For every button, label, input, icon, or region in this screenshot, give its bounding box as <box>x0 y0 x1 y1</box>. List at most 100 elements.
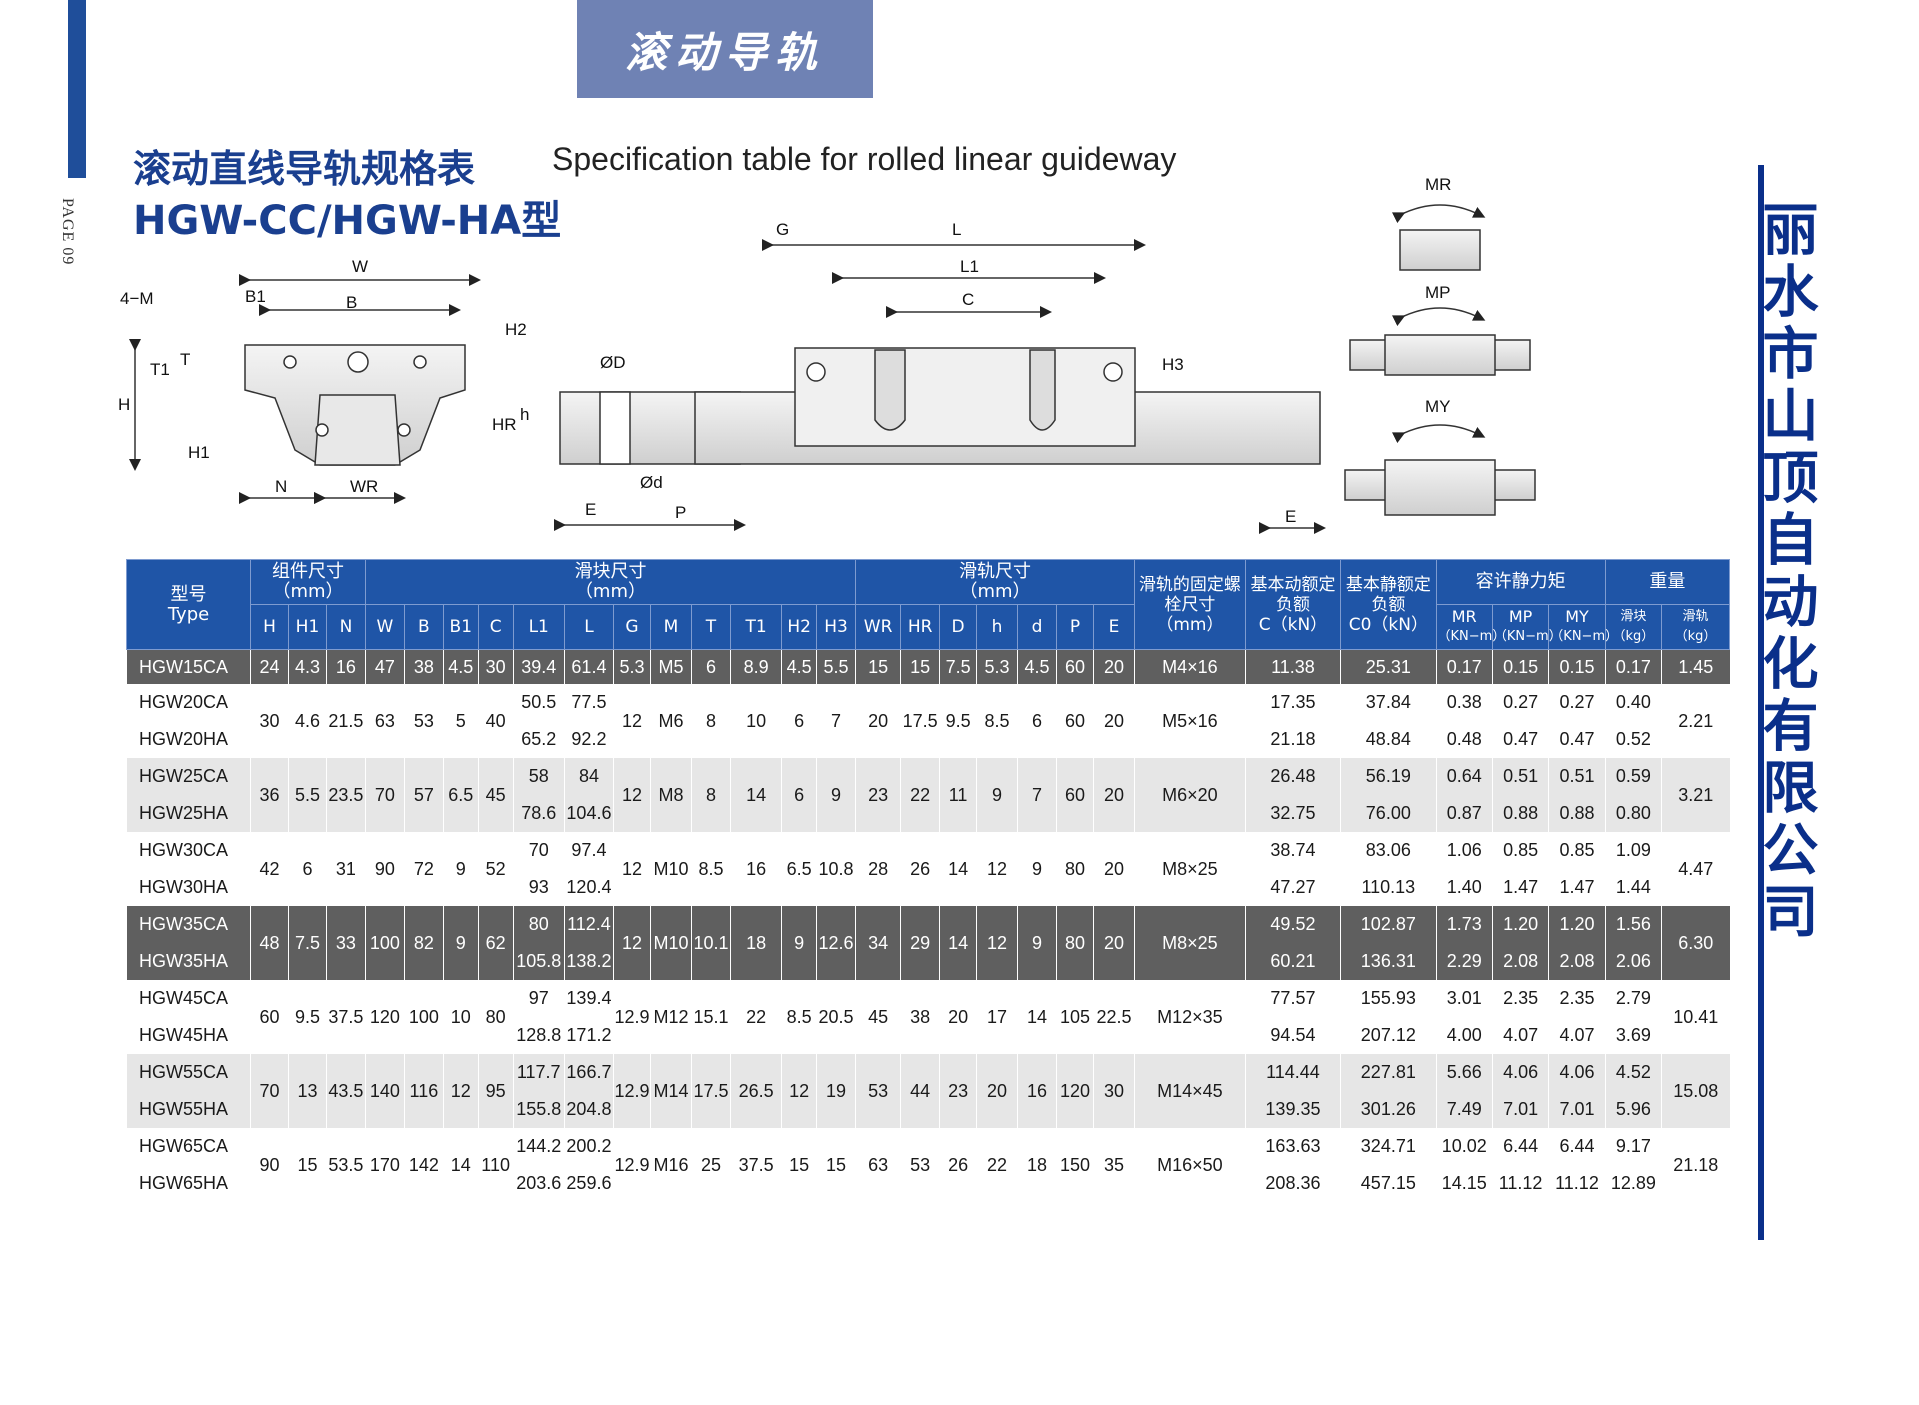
cell-H3: 12.6 <box>816 906 856 980</box>
cell-rail-kg: 1.45 <box>1661 649 1730 684</box>
cell-MY: 6.44 <box>1548 1128 1606 1165</box>
cell-B1: 9 <box>442 906 479 980</box>
cell-C_dyn: 11.38 <box>1244 649 1341 684</box>
cell-block_kg: 9.17 <box>1604 1128 1662 1165</box>
cell-MY: 0.51 <box>1548 758 1606 795</box>
cell-N: 43.5 <box>325 1054 366 1128</box>
cell-P: 105 <box>1056 980 1094 1054</box>
label-G: G <box>776 220 789 239</box>
header-assembly: 组件尺寸（mm） <box>250 559 366 605</box>
cell-rail-kg: 21.18 <box>1661 1128 1730 1202</box>
cell-T: 25 <box>690 1128 731 1202</box>
cell-N: 31 <box>325 832 366 906</box>
cell-W: 70 <box>364 758 405 832</box>
label-H3: H3 <box>1162 355 1184 374</box>
subheader-H2: H2 <box>781 604 818 650</box>
cell-P: 80 <box>1056 906 1094 980</box>
cell-MR: 1.06 <box>1435 832 1493 869</box>
cell-G: 12 <box>613 684 651 758</box>
cell-rail-kg: 6.30 <box>1661 906 1730 980</box>
cell-MR: 2.29 <box>1435 943 1493 980</box>
cell-B1: 14 <box>442 1128 479 1202</box>
cell-L: 92.2 <box>563 721 614 758</box>
cell-block_kg: 0.52 <box>1604 721 1662 758</box>
cell-bolt: M8×25 <box>1134 832 1246 906</box>
cell-L: 97.4 <box>563 832 614 869</box>
label-L1: L1 <box>960 257 979 276</box>
cell-G: 12.9 <box>613 980 651 1054</box>
cell-L: 104.6 <box>563 795 614 832</box>
cell-H1: 6 <box>288 832 327 906</box>
cell-MY: 11.12 <box>1548 1165 1606 1202</box>
technical-drawings: W B1 B 4−M H2 T T1 H H1 N WR ØD h HR Ød … <box>118 175 1536 534</box>
cell-WR: 53 <box>855 1054 901 1128</box>
header-moment: 容许静力矩 <box>1435 559 1606 605</box>
cell-B: 38 <box>403 649 444 684</box>
cell-T: 10.1 <box>690 906 731 980</box>
cell-T: 8 <box>690 758 731 832</box>
cell-h: 12 <box>976 906 1018 980</box>
cell-block_kg: 2.06 <box>1604 943 1662 980</box>
cell-H2: 4.5 <box>781 649 817 684</box>
cell-T1: 26.5 <box>729 1054 782 1128</box>
cell-B1: 5 <box>442 684 479 758</box>
cell-C0: 136.31 <box>1340 943 1437 980</box>
cell-d: 6 <box>1017 684 1057 758</box>
model-title: HGW-CC/HGW-HA型 <box>133 198 562 244</box>
label-B1: B1 <box>245 287 266 306</box>
cell-MY: 4.07 <box>1548 1017 1606 1054</box>
cell-WR: 20 <box>855 684 901 758</box>
cell-H2: 9 <box>781 906 817 980</box>
cell-T1: 14 <box>729 758 782 832</box>
cell-N: 53.5 <box>325 1128 366 1202</box>
cell-C_dyn: 32.75 <box>1244 795 1341 832</box>
cell-H2: 6 <box>781 684 817 758</box>
cell-T: 15.1 <box>690 980 731 1054</box>
cell-C: 95 <box>477 1054 514 1128</box>
cell-MY: 0.88 <box>1548 795 1606 832</box>
cell-B1: 6.5 <box>442 758 479 832</box>
cell-C: 45 <box>477 758 514 832</box>
cell-MR: 4.00 <box>1435 1017 1493 1054</box>
company-name: 丽水市山顶自动化有限公司 <box>1753 200 1818 944</box>
cell-type: HGW65HA <box>125 1165 251 1202</box>
moment-diagrams <box>1344 204 1536 516</box>
cell-L1: 93 <box>512 869 565 906</box>
subheader-B: B <box>403 604 444 650</box>
cell-bolt: M6×20 <box>1134 758 1246 832</box>
cell-T1: 10 <box>729 684 782 758</box>
cell-h: 8.5 <box>976 684 1018 758</box>
cell-H3: 20.5 <box>816 980 856 1054</box>
cell-block_kg: 5.96 <box>1604 1091 1662 1128</box>
cell-bolt: M12×35 <box>1134 980 1246 1054</box>
cell-D: 9.5 <box>939 684 977 758</box>
cell-H3: 19 <box>816 1054 856 1128</box>
cell-D: 20 <box>939 980 977 1054</box>
cell-C0: 56.19 <box>1340 758 1437 795</box>
cell-block_kg: 1.56 <box>1604 906 1662 943</box>
label-C: C <box>962 290 974 309</box>
cell-type: HGW55HA <box>125 1091 251 1128</box>
cell-T: 17.5 <box>690 1054 731 1128</box>
cell-MY: 2.08 <box>1548 943 1606 980</box>
cell-H: 48 <box>250 906 289 980</box>
cell-G: 12 <box>613 906 651 980</box>
label-W: W <box>352 257 368 276</box>
cell-h: 5.3 <box>976 649 1018 684</box>
cell-MY: 0.27 <box>1548 684 1606 721</box>
cell-M: M5 <box>649 649 692 684</box>
cell-H: 36 <box>250 758 289 832</box>
cell-MY: 2.35 <box>1548 980 1606 1017</box>
subheader-MY: MY（KN−m） <box>1548 604 1618 650</box>
cell-C_dyn: 77.57 <box>1244 980 1341 1017</box>
cell-h: 22 <box>976 1128 1018 1202</box>
cell-W: 140 <box>364 1054 405 1128</box>
cell-MP: 4.07 <box>1491 1017 1549 1054</box>
cell-H2: 12 <box>781 1054 817 1128</box>
cell-MR: 14.15 <box>1435 1165 1493 1202</box>
